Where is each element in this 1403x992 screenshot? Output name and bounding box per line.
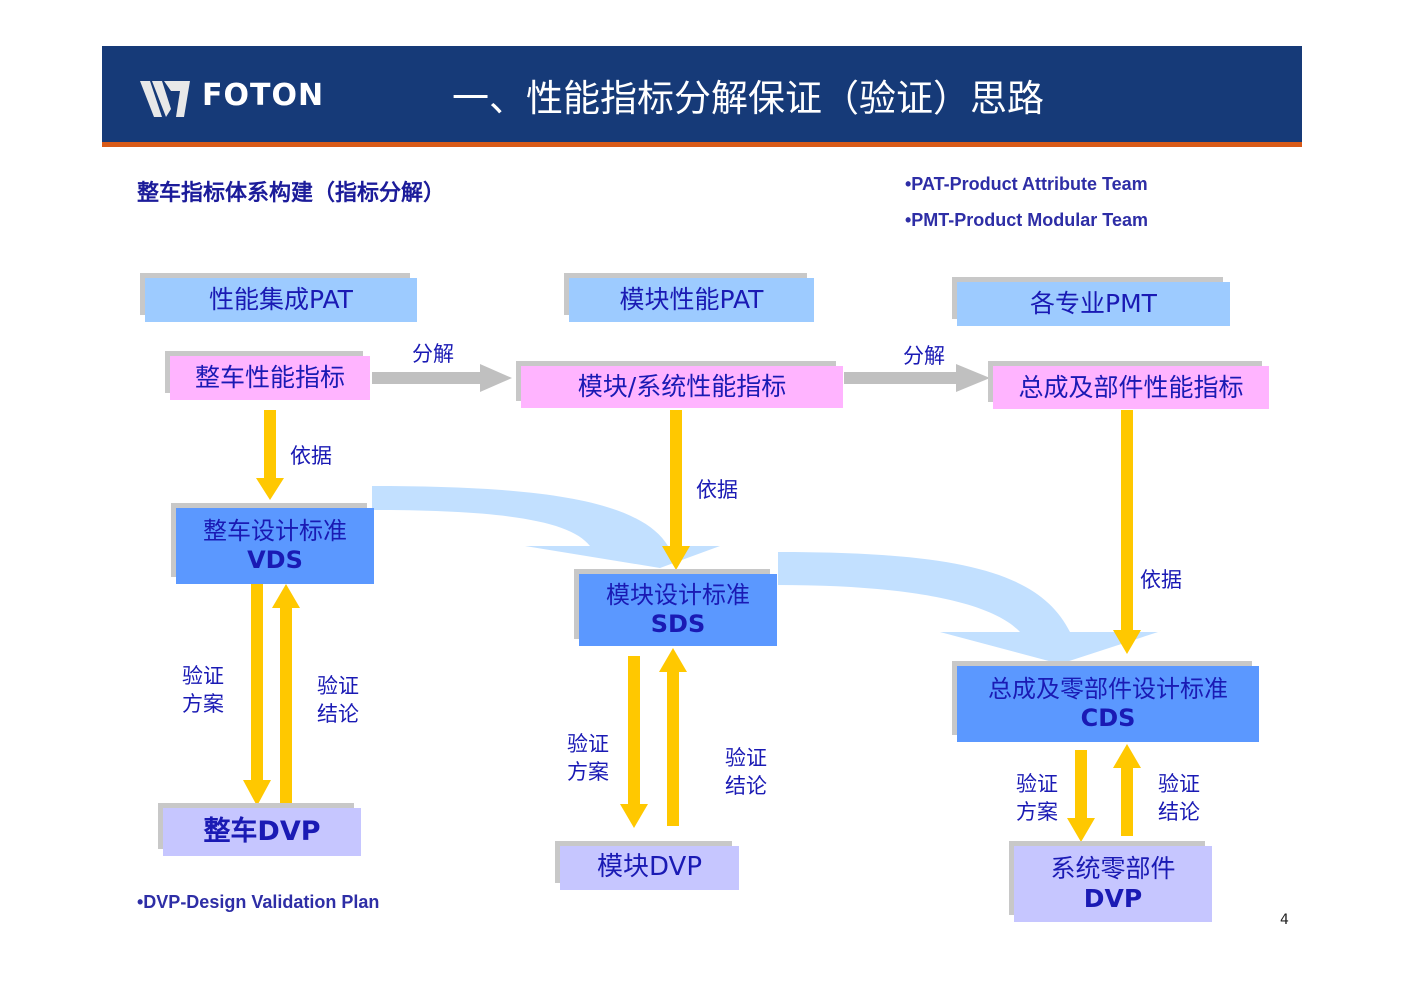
conclusion-label-line1: 验证	[725, 746, 767, 770]
conclusion-label-1: 验证 结论	[317, 672, 359, 728]
conclusion-arrow-1	[272, 584, 300, 804]
page-title: 一、性能指标分解保证（验证）思路	[452, 77, 1044, 120]
note-dvp: •DVP-Design Validation Plan	[137, 892, 380, 912]
plan-arrow-2	[620, 656, 648, 828]
page-number: 4	[1280, 912, 1289, 928]
standard-label-line1: 整车设计标准	[203, 517, 347, 546]
conclusion-arrow-2	[659, 648, 687, 826]
conclusion-label-line2: 结论	[1158, 800, 1200, 824]
basis-label-3: 依据	[1140, 568, 1182, 592]
conclusion-label-3: 验证 结论	[1158, 770, 1200, 826]
plan-arrow-3	[1067, 750, 1095, 842]
target-label: 总成及部件性能指标	[1018, 372, 1244, 402]
decompose-arrow-2	[844, 364, 990, 392]
standard-label-line1: 总成及零部件设计标准	[988, 675, 1228, 704]
note-pmt: •PMT-Product Modular Team	[905, 210, 1148, 230]
team-box-pmt: 各专业PMT	[957, 282, 1230, 326]
section-subtitle: 整车指标体系构建（指标分解）	[137, 181, 446, 206]
plan-label-line2: 方案	[182, 692, 224, 716]
standard-box-sds: 模块设计标准 SDS	[579, 574, 777, 646]
flow-arrow-vds-to-sds	[372, 486, 720, 568]
dvp-label: 模块DVP	[596, 852, 703, 883]
standard-label-line1: 模块设计标准	[606, 581, 750, 610]
conclusion-arrow-3	[1113, 744, 1141, 836]
standard-label-line2: SDS	[650, 610, 706, 638]
target-box-vehicle: 整车性能指标	[170, 356, 370, 400]
basis-arrow-2	[662, 410, 690, 570]
decompose-label-1: 分解	[412, 342, 454, 366]
target-box-component: 总成及部件性能指标	[993, 366, 1269, 409]
dvp-box-system-component: 系统零部件 DVP	[1014, 846, 1212, 922]
team-label: 性能集成PAT	[209, 285, 353, 314]
dvp-label-line2: DVP	[1083, 884, 1143, 913]
dvp-box-vehicle: 整车DVP	[163, 808, 361, 856]
plan-label-line2: 方案	[567, 760, 609, 784]
basis-label-2: 依据	[696, 478, 738, 502]
flow-arrow-sds-to-cds	[778, 552, 1158, 664]
plan-label-line2: 方案	[1016, 800, 1058, 824]
plan-label-line1: 验证	[1016, 772, 1058, 796]
target-box-module: 模块/系统性能指标	[521, 366, 843, 408]
plan-label-3: 验证 方案	[1016, 770, 1058, 826]
conclusion-label-line2: 结论	[725, 774, 767, 798]
team-label: 模块性能PAT	[619, 285, 764, 314]
note-pat: •PAT-Product Attribute Team	[905, 174, 1148, 194]
conclusion-label-line1: 验证	[317, 674, 359, 698]
team-box-module-pat: 模块性能PAT	[569, 278, 814, 322]
dvp-box-module: 模块DVP	[560, 846, 739, 890]
decompose-label-2: 分解	[903, 344, 945, 368]
standard-box-vds: 整车设计标准 VDS	[176, 508, 374, 584]
conclusion-label-line2: 结论	[317, 702, 359, 726]
foton-logo-icon	[140, 81, 190, 117]
decompose-arrow-1	[372, 364, 512, 392]
plan-arrow-1	[243, 584, 271, 806]
standard-box-cds: 总成及零部件设计标准 CDS	[957, 666, 1259, 742]
standard-label-line2: VDS	[247, 546, 303, 574]
brand-logo-text: FOTON	[202, 78, 325, 113]
plan-label-1: 验证 方案	[182, 662, 224, 718]
target-label: 整车性能指标	[194, 363, 345, 392]
team-box-pat-integration: 性能集成PAT	[145, 278, 417, 322]
header-accent-line	[102, 142, 1302, 147]
plan-label-line1: 验证	[567, 732, 609, 756]
dvp-label: 整车DVP	[203, 815, 321, 847]
plan-label-2: 验证 方案	[567, 730, 609, 786]
basis-arrow-1	[256, 410, 284, 500]
standard-label-line2: CDS	[1080, 704, 1136, 732]
conclusion-label-line1: 验证	[1158, 772, 1200, 796]
conclusion-label-2: 验证 结论	[725, 744, 767, 800]
header-bar	[102, 46, 1302, 144]
target-label: 模块/系统性能指标	[577, 372, 787, 401]
team-label: 各专业PMT	[1030, 289, 1157, 318]
dvp-label-line1: 系统零部件	[1050, 854, 1176, 883]
basis-arrow-3	[1113, 410, 1141, 654]
basis-label-1: 依据	[290, 444, 332, 468]
plan-label-line1: 验证	[182, 664, 224, 688]
